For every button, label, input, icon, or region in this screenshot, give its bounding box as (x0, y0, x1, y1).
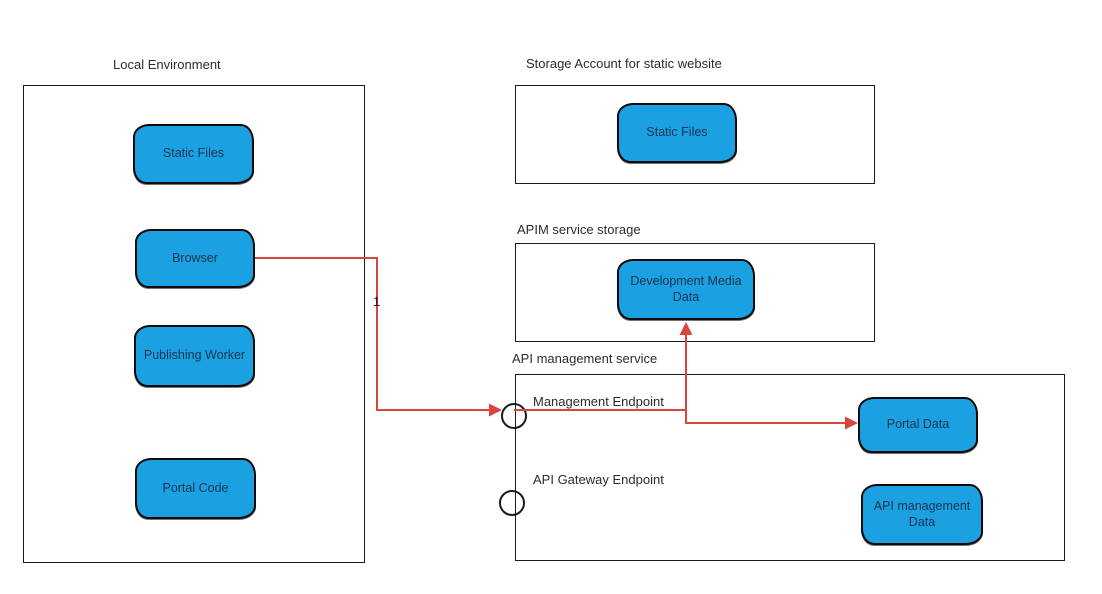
node-static-files-storage[interactable]: Static Files (617, 103, 737, 163)
arrowhead-management-endpoint (489, 403, 502, 417)
container-apim-service-storage[interactable] (515, 243, 875, 342)
container-storage-account-title: Storage Account for static website (526, 56, 722, 71)
container-apim-service-storage-title: APIM service storage (517, 222, 641, 237)
node-api-management-data[interactable]: API management Data (861, 484, 983, 545)
edge-management-endpoint-to-portal-data[interactable] (685, 410, 845, 424)
node-label: Development Media Data (630, 273, 742, 304)
container-api-management-service-title: API management service (512, 351, 658, 366)
node-label: Browser (172, 250, 218, 265)
edge-browser-to-management-endpoint[interactable] (255, 257, 489, 411)
node-label: API management Data (873, 498, 971, 529)
node-label: Publishing Worker (143, 348, 246, 363)
arrowhead-development-media-data (679, 322, 693, 335)
edge-management-endpoint-to-development-media-data[interactable] (514, 335, 687, 411)
node-publishing-worker[interactable]: Publishing Worker (134, 325, 255, 387)
node-label: Portal Data (886, 417, 950, 432)
node-label: Static Files (162, 146, 225, 161)
port-management-endpoint-circle[interactable] (501, 403, 527, 429)
node-label: Static Files (646, 125, 708, 140)
edge-label-1: 1 (373, 294, 381, 309)
label-api-gateway-endpoint: API Gateway Endpoint (533, 472, 664, 487)
node-portal-code[interactable]: Portal Code (135, 458, 256, 519)
port-api-gateway-endpoint-circle[interactable] (499, 490, 525, 516)
node-browser[interactable]: Browser (135, 229, 255, 288)
node-development-media-data[interactable]: Development Media Data (617, 259, 755, 320)
node-label: Portal Code (162, 480, 229, 495)
container-local-environment-title: Local Environment (113, 57, 221, 72)
arrowhead-portal-data (845, 416, 858, 430)
node-portal-data[interactable]: Portal Data (858, 397, 978, 453)
container-local-environment[interactable] (23, 85, 365, 563)
label-management-endpoint: Management Endpoint (533, 394, 664, 409)
node-static-files-local[interactable]: Static Files (133, 124, 254, 184)
container-api-management-service[interactable] (515, 374, 1065, 561)
container-storage-account[interactable] (515, 85, 875, 184)
